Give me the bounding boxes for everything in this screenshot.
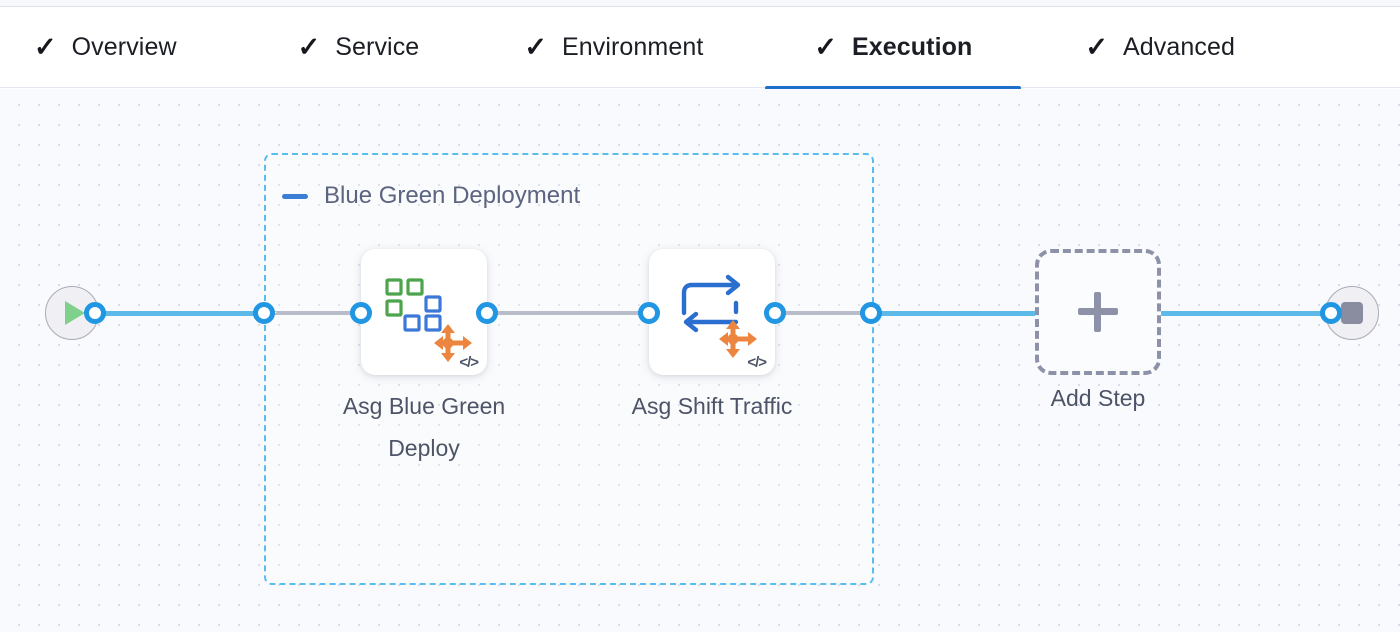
port-step1-in[interactable] <box>350 302 372 324</box>
port-group-in[interactable] <box>253 302 275 324</box>
tab-active-underline <box>765 85 1022 90</box>
pipeline-end-node[interactable] <box>1325 286 1379 340</box>
code-glyph-icon: </> <box>459 354 479 371</box>
add-step-label: Add Step <box>1050 385 1146 411</box>
tab-execution[interactable]: ✓ Execution <box>765 8 1022 90</box>
step-label: Asg Shift Traffic <box>631 393 793 419</box>
step-card[interactable]: </> <box>649 249 775 375</box>
tab-label: Service <box>335 33 420 61</box>
port-step2-in[interactable] <box>638 302 660 324</box>
check-icon: ✓ <box>297 32 321 62</box>
step-node-asg-blue-green-deploy[interactable]: </> Asg Blue Green Deploy <box>343 249 505 461</box>
port-start-out[interactable] <box>84 302 106 324</box>
check-icon: ✓ <box>814 32 838 62</box>
tab-label: Advanced <box>1123 33 1236 61</box>
plus-icon <box>1078 292 1118 332</box>
connector-addstep-to-end <box>1160 311 1334 316</box>
step-group-title: Blue Green Deployment <box>324 182 581 209</box>
step-label: Asg Blue Green Deploy <box>342 393 506 461</box>
tab-environment[interactable]: ✓ Environment <box>524 8 703 88</box>
tab-label: Environment <box>561 33 704 61</box>
step-card[interactable]: </> <box>361 249 487 375</box>
connector-step1-to-step2 <box>492 311 654 315</box>
asg-blue-green-deploy-icon <box>361 249 487 375</box>
add-step-node[interactable]: Add Step <box>1035 249 1161 411</box>
port-step1-out[interactable] <box>476 302 498 324</box>
connector-step2-to-group <box>782 311 876 315</box>
check-icon: ✓ <box>1085 32 1109 62</box>
wizard-tab-bar: ✓ Overview ✓ Service ✓ Environment ✓ Exe… <box>0 8 1400 90</box>
check-icon: ✓ <box>524 32 547 62</box>
tab-label: Overview <box>71 33 177 61</box>
tab-overview[interactable]: ✓ Overview <box>34 8 177 88</box>
minus-icon[interactable] <box>282 193 308 199</box>
check-icon: ✓ <box>34 32 57 62</box>
tab-service[interactable]: ✓ Service <box>298 8 420 88</box>
asg-shift-traffic-icon <box>649 249 775 375</box>
port-end-in[interactable] <box>1320 302 1342 324</box>
play-icon <box>64 301 85 325</box>
port-group-out[interactable] <box>860 302 882 324</box>
stop-icon <box>1341 302 1363 324</box>
step-group-header[interactable]: Blue Green Deployment <box>282 182 580 210</box>
tab-label: Execution <box>852 33 973 61</box>
port-step2-out[interactable] <box>764 302 786 324</box>
step-node-asg-shift-traffic[interactable]: </> Asg Shift Traffic <box>632 249 792 419</box>
tab-advanced[interactable]: ✓ Advanced <box>1085 8 1235 88</box>
window-top-strip <box>0 0 1400 7</box>
connector-group-to-addstep <box>876 311 1040 316</box>
connector-start-to-group <box>94 311 272 316</box>
pipeline-canvas[interactable]: Blue Green Deployment <box>0 89 1400 632</box>
connector-group-to-step1 <box>272 311 370 315</box>
code-glyph-icon: </> <box>747 354 767 371</box>
step-group-blue-green-deployment[interactable] <box>264 153 874 585</box>
add-step-button[interactable] <box>1035 249 1161 375</box>
